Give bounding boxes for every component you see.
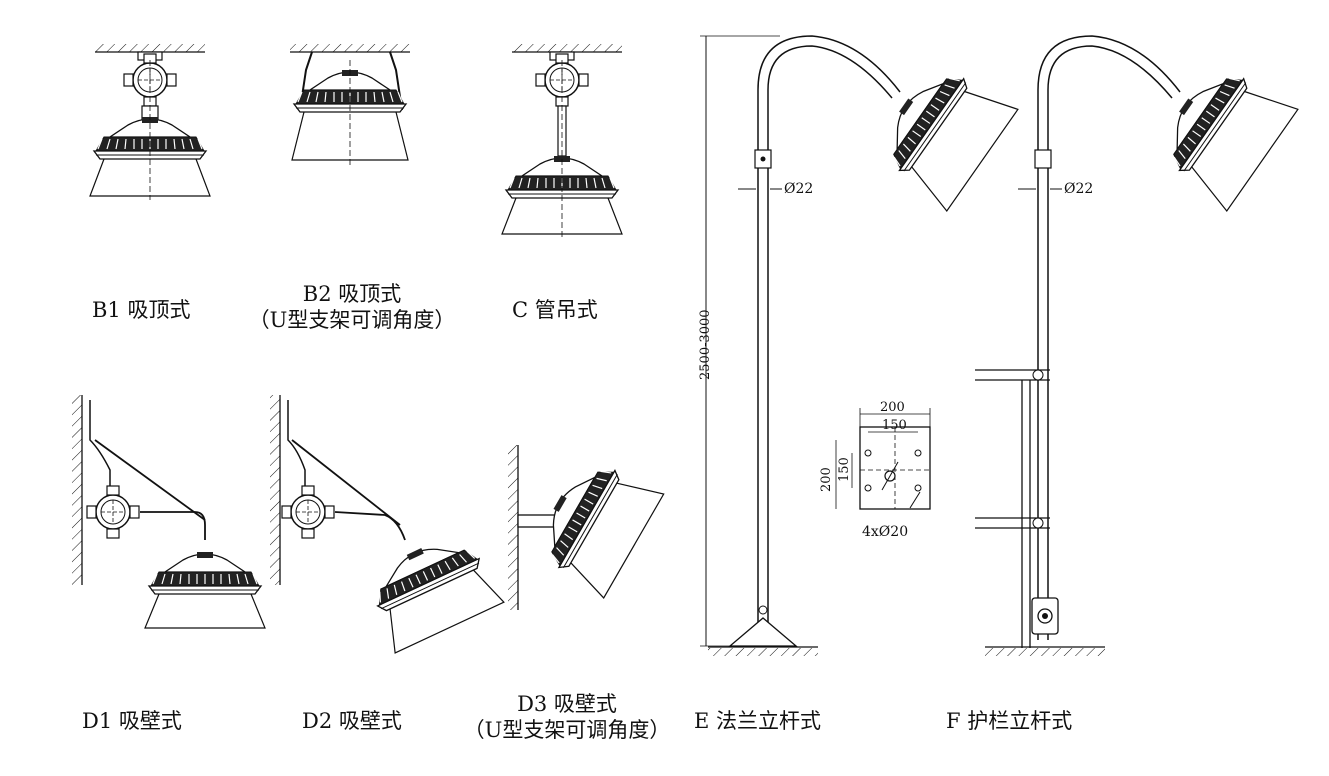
flange-outer-height-label: 200 [819, 467, 834, 492]
flange-outer-width-label: 200 [880, 400, 905, 415]
caption-d3: D3 吸壁式 （U型支架可调角度） [462, 691, 672, 743]
caption-b2-line2: （U型支架可调角度） [248, 308, 456, 332]
caption-c: C 管吊式 [512, 298, 598, 322]
caption-b1: B1 吸顶式 [92, 298, 191, 322]
caption-d2: D2 吸壁式 [302, 709, 402, 733]
caption-f: F 护栏立杆式 [946, 709, 1073, 733]
caption-e: E 法兰立杆式 [694, 709, 822, 733]
caption-b2: B2 吸顶式 （U型支架可调角度） [247, 281, 457, 333]
caption-d3-line1: D3 吸壁式 [517, 692, 617, 716]
bolt-holes-label: 4xØ20 [862, 524, 908, 540]
pole-diameter-e: Ø22 [784, 181, 813, 197]
d3-wall-u-bracket-drawing [508, 445, 665, 610]
b1-ceiling-mount-drawing [89, 44, 211, 200]
height-dimension-label: 2500-3000 [698, 309, 713, 380]
caption-d3-line2: （U型支架可调角度） [463, 718, 671, 742]
caption-d1: D1 吸壁式 [82, 709, 182, 733]
flange-plate-detail: 200 150 200 150 4xØ20 [819, 400, 931, 540]
flange-inner-width-label: 150 [882, 418, 907, 433]
d2-wall-mount-drawing [270, 395, 505, 654]
flange-inner-height-label: 150 [837, 457, 852, 482]
f-guardrail-pole-drawing: Ø22 [975, 35, 1299, 656]
caption-b2-line1: B2 吸顶式 [302, 282, 402, 306]
c-pipe-pendant-drawing [501, 44, 623, 238]
e-flange-pole-drawing: 2500-3000 Ø22 [698, 35, 1019, 656]
b2-ceiling-u-bracket-drawing [290, 44, 410, 165]
pole-diameter-f: Ø22 [1064, 181, 1093, 197]
d1-wall-mount-drawing [72, 395, 266, 629]
